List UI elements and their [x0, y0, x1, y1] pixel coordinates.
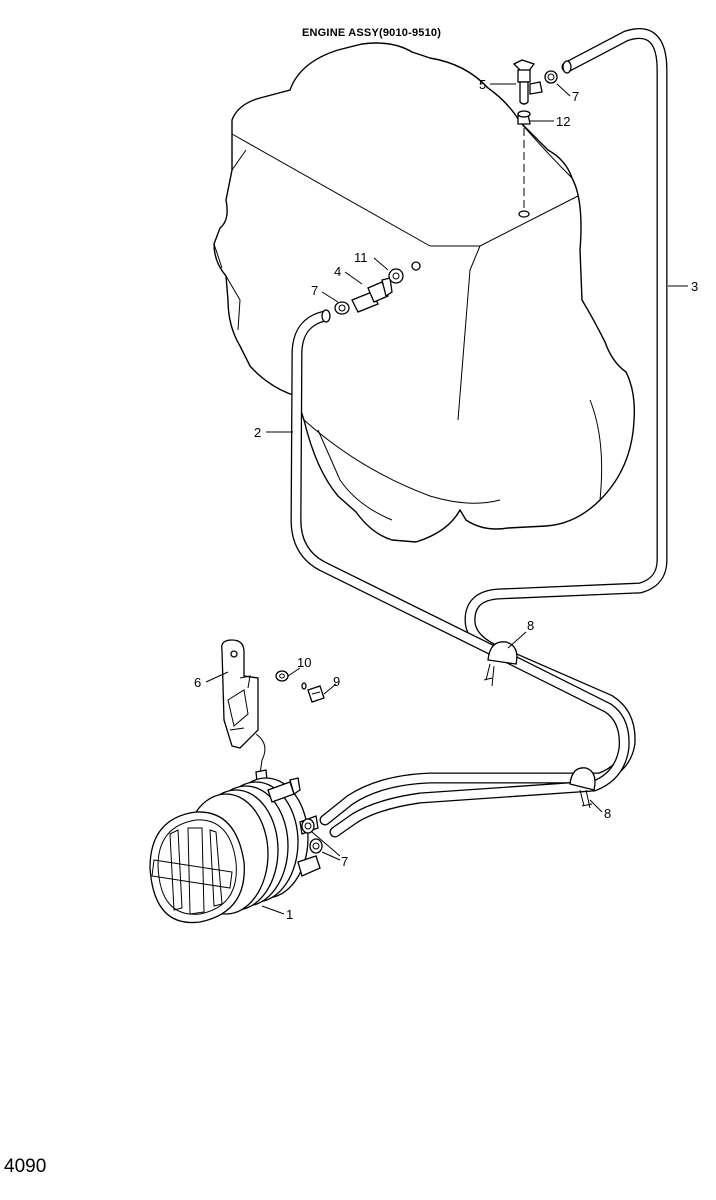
callout-11: 11	[354, 250, 368, 265]
engine-block	[213, 42, 636, 543]
callout-4: 4	[334, 264, 341, 279]
callout-7-lower: 7	[341, 854, 348, 869]
washer-11	[388, 261, 421, 284]
clamp-7-lower-a	[301, 818, 315, 834]
diagram-title: ENGINE ASSY(9010-9510)	[302, 27, 441, 39]
callout-2: 2	[254, 425, 261, 440]
bolt-9	[307, 685, 325, 703]
hose-2	[290, 309, 630, 838]
callout-8-lower: 8	[604, 806, 611, 821]
callout-9: 9	[333, 674, 340, 689]
valve-5	[512, 59, 543, 105]
callout-10: 10	[297, 655, 311, 670]
callout-7-mid: 7	[311, 283, 318, 298]
clamp-8-upper	[483, 641, 518, 687]
fitting-12	[517, 110, 531, 125]
clamp-7-top	[544, 70, 558, 84]
callout-3: 3	[691, 279, 698, 294]
clamp-7-lower-b	[309, 838, 323, 854]
page-number: 4090	[4, 1156, 47, 1177]
hose-3	[319, 28, 668, 826]
callout-7-top: 7	[572, 89, 579, 104]
callout-6: 6	[194, 675, 201, 690]
clamp-7-mid	[334, 301, 350, 315]
callout-12: 12	[556, 114, 570, 129]
bracket-6	[221, 639, 269, 793]
clamp-8-lower	[569, 767, 596, 809]
callout-1: 1	[286, 907, 293, 922]
heater-1	[149, 777, 321, 924]
callout-5: 5	[479, 77, 486, 92]
callout-8-upper: 8	[527, 618, 534, 633]
callout-labels: 5 7 12 11 4 7 2 3 8 10 6 9 8 7 1	[194, 77, 698, 922]
leader-lines	[205, 83, 688, 915]
connector-4	[351, 277, 393, 313]
